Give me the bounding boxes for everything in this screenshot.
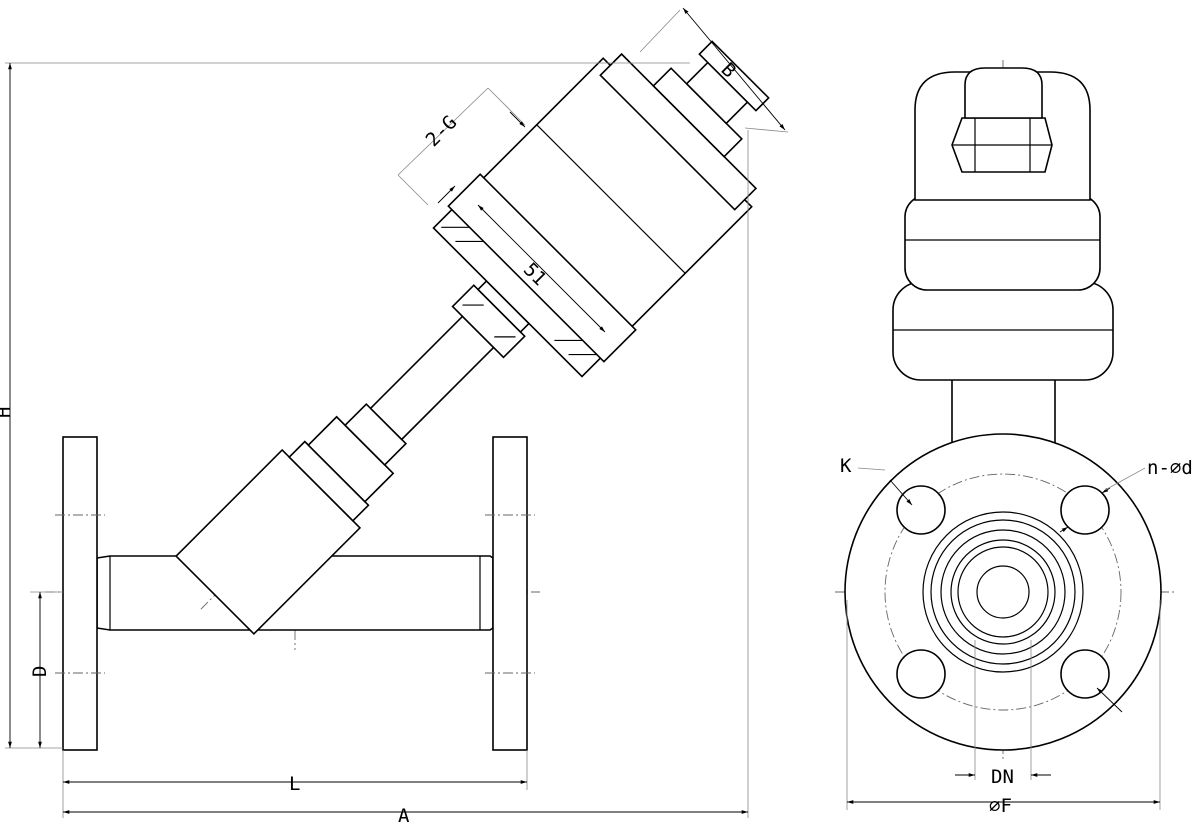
front-dimensions: K n-∅d DN ∅F: [840, 455, 1193, 817]
label-d: D: [29, 666, 51, 677]
label-dn: DN: [991, 766, 1014, 788]
label-h: H: [0, 407, 15, 418]
label-f: ∅F: [989, 795, 1012, 817]
cap: [964, 67, 1043, 119]
front-view: [835, 60, 1175, 760]
actuator-middle: [904, 194, 1101, 291]
label-a: A: [398, 805, 410, 823]
right-flange: [492, 436, 528, 751]
side-view: [45, 40, 770, 751]
label-n-d: n-∅d: [1147, 457, 1193, 479]
bolt-holes: [896, 485, 1110, 699]
label-2g: 2-G: [422, 111, 462, 151]
dimension-51: [477, 204, 606, 333]
front-flange: [844, 433, 1162, 751]
dimension-b: [682, 7, 786, 131]
bolt-circle: [884, 473, 1122, 711]
left-flange: [62, 436, 98, 751]
actuator-lower: [892, 281, 1114, 381]
label-l: L: [289, 773, 300, 795]
label-k: K: [840, 455, 852, 477]
